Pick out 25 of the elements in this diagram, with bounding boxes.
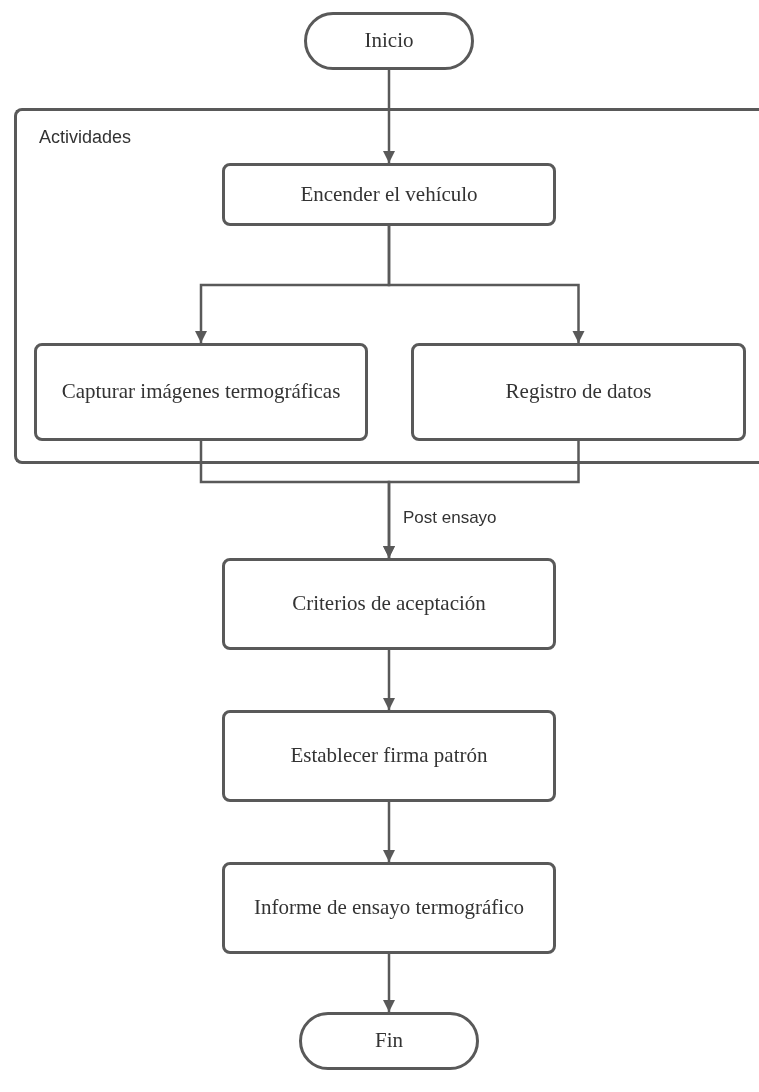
process-box xyxy=(34,343,368,441)
arrow xyxy=(382,441,580,558)
edge-label: Post ensayo xyxy=(401,508,499,528)
node-text: Fin xyxy=(375,1027,403,1055)
group-container xyxy=(14,108,759,464)
process-box xyxy=(222,710,556,802)
terminal-pill xyxy=(299,1012,479,1070)
process-box xyxy=(222,862,556,954)
arrow xyxy=(382,802,396,862)
node-text: Registro de datos xyxy=(505,378,652,406)
node-text: Establecer firma patrón xyxy=(290,742,488,770)
process-box xyxy=(222,163,556,226)
arrow xyxy=(387,226,585,343)
arrow xyxy=(382,70,396,163)
group-title: Actividades xyxy=(39,127,132,148)
node-text: Capturar imágenes termográficas xyxy=(61,378,341,406)
terminal-pill xyxy=(304,12,474,70)
node-text: Informe de ensayo termográfico xyxy=(254,894,524,922)
node-text: Encender el vehículo xyxy=(300,180,478,208)
arrow xyxy=(382,954,396,1012)
process-box xyxy=(222,558,556,650)
arrow xyxy=(382,650,396,710)
process-box xyxy=(411,343,746,441)
node-text: Criterios de aceptación xyxy=(292,590,486,618)
node-text: Inicio xyxy=(364,27,414,55)
